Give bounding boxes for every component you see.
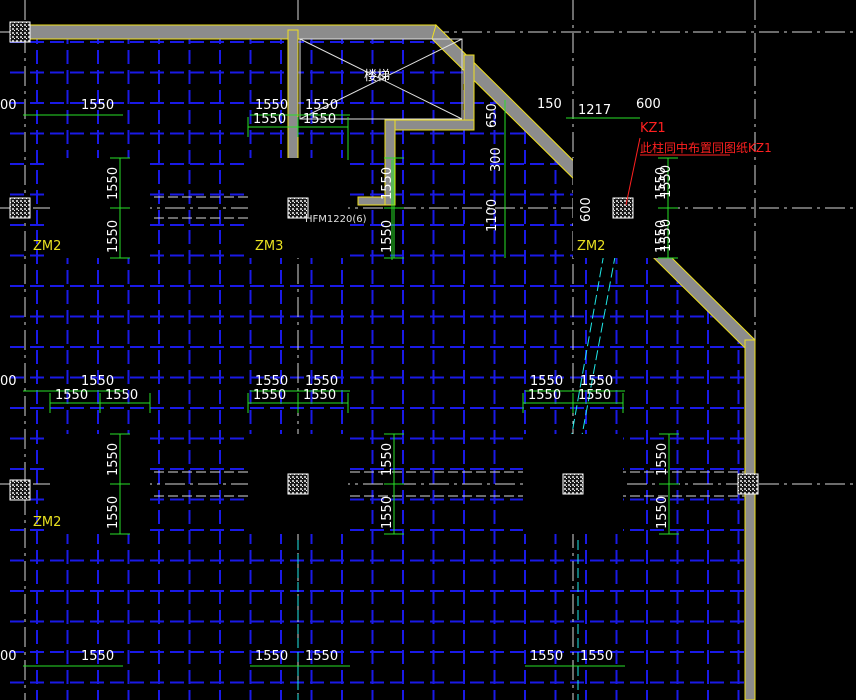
dim-text-1550: 1550 (305, 649, 338, 664)
callout-leader (625, 137, 641, 206)
dim-text-1550: 1550 (580, 649, 613, 664)
stair-symbol: 楼梯 (299, 38, 463, 120)
dim-650: 650 (485, 103, 500, 128)
pier-dim-text-v: 1550 (106, 167, 121, 200)
pier-dim-text-v: 1550 (106, 443, 121, 476)
pier-dim-text-v: 1550 (654, 220, 669, 253)
column-kz (612, 197, 634, 219)
auxiliary-lines (70, 196, 745, 700)
dim-text-1550: 1550 (580, 374, 613, 389)
dim-text-1550: 1550 (530, 374, 563, 389)
dim-150: 150 (537, 97, 562, 112)
column-kz (9, 21, 31, 43)
pier-dim-text: 1550 (578, 388, 611, 403)
stair-bottom-wall (387, 119, 475, 131)
pier-dim-text: 1550 (303, 112, 336, 127)
pier-dim-text: 1550 (105, 388, 138, 403)
pier-dim-text: 1550 (528, 388, 561, 403)
dim-text-truncated: 00 (0, 649, 17, 664)
dim-text-1550: 1550 (81, 649, 114, 664)
dim-1100: 1100 (485, 199, 500, 232)
zm3-label: ZM3 (255, 239, 283, 254)
dim-text-truncated: 00 (0, 374, 17, 389)
zm2-label: ZM2 (577, 239, 605, 254)
column-kz (562, 473, 584, 495)
dim-text-1550-v: 1550 (659, 165, 674, 198)
pier-cap (50, 434, 150, 534)
pier-dim-text-v: 1550 (380, 443, 395, 476)
top-wall (9, 24, 437, 40)
door-sill-right (357, 196, 386, 206)
dim-300: 300 (489, 147, 504, 172)
dim-text-1550: 1550 (255, 649, 288, 664)
pier-dim-text: 1550 (253, 388, 286, 403)
pier-dim-text: 1550 (303, 388, 336, 403)
dim-600: 600 (636, 97, 661, 112)
dim-text-1550: 1550 (81, 374, 114, 389)
column-kz (287, 473, 309, 495)
pier-cap (50, 158, 150, 258)
column-kz (9, 479, 31, 501)
pier-dim-text-v: 1550 (655, 443, 670, 476)
pier-dim-text-v: 1550 (655, 496, 670, 529)
zm2-label: ZM2 (33, 239, 61, 254)
zm2-label: ZM2 (33, 515, 61, 530)
column-kz (737, 473, 759, 495)
door-label: HFM1220(6) (305, 214, 367, 225)
columns (9, 21, 759, 501)
stair-shaft-wall (463, 54, 475, 131)
dim-text-truncated: 00 (0, 98, 17, 113)
dim-1217: 1217 (578, 103, 611, 118)
stair-label: 楼梯 (364, 69, 390, 84)
stair-cross-icon (299, 38, 463, 120)
pier-dim-text: 1550 (253, 112, 286, 127)
dim-text-1550-v: 1550 (659, 219, 674, 252)
dim-text-1550: 1550 (530, 649, 563, 664)
pier-dim-text-v: 1550 (106, 496, 121, 529)
dim-text-1550: 1550 (305, 98, 338, 113)
pier-dim-text-v: 1550 (654, 167, 669, 200)
stair-outline (299, 38, 463, 120)
column-kz (9, 197, 31, 219)
pier-dim-text-v: 1550 (380, 496, 395, 529)
pier-dim-text-v: 1550 (380, 220, 395, 253)
dim-text-1550: 1550 (81, 98, 114, 113)
column-kz (287, 197, 309, 219)
pier-dim-text-v: 1550 (106, 220, 121, 253)
right-wall (744, 339, 756, 700)
dim-text-1550: 1550 (305, 374, 338, 389)
column-note: 此柱同中布置同图纸KZ1 (640, 140, 772, 155)
pier-dim-text-v: 1550 (380, 167, 395, 200)
pier-dim-text: 1550 (55, 388, 88, 403)
dim-600-vertical: 600 (579, 197, 594, 222)
annotation-labels: HFM1220(6) ZM2 ZM3 ZM2 ZM2 150 1217 600 … (33, 97, 772, 530)
column-mark: KZ1 (640, 121, 666, 136)
dim-text-1550: 1550 (255, 98, 288, 113)
dim-text-1550: 1550 (255, 374, 288, 389)
